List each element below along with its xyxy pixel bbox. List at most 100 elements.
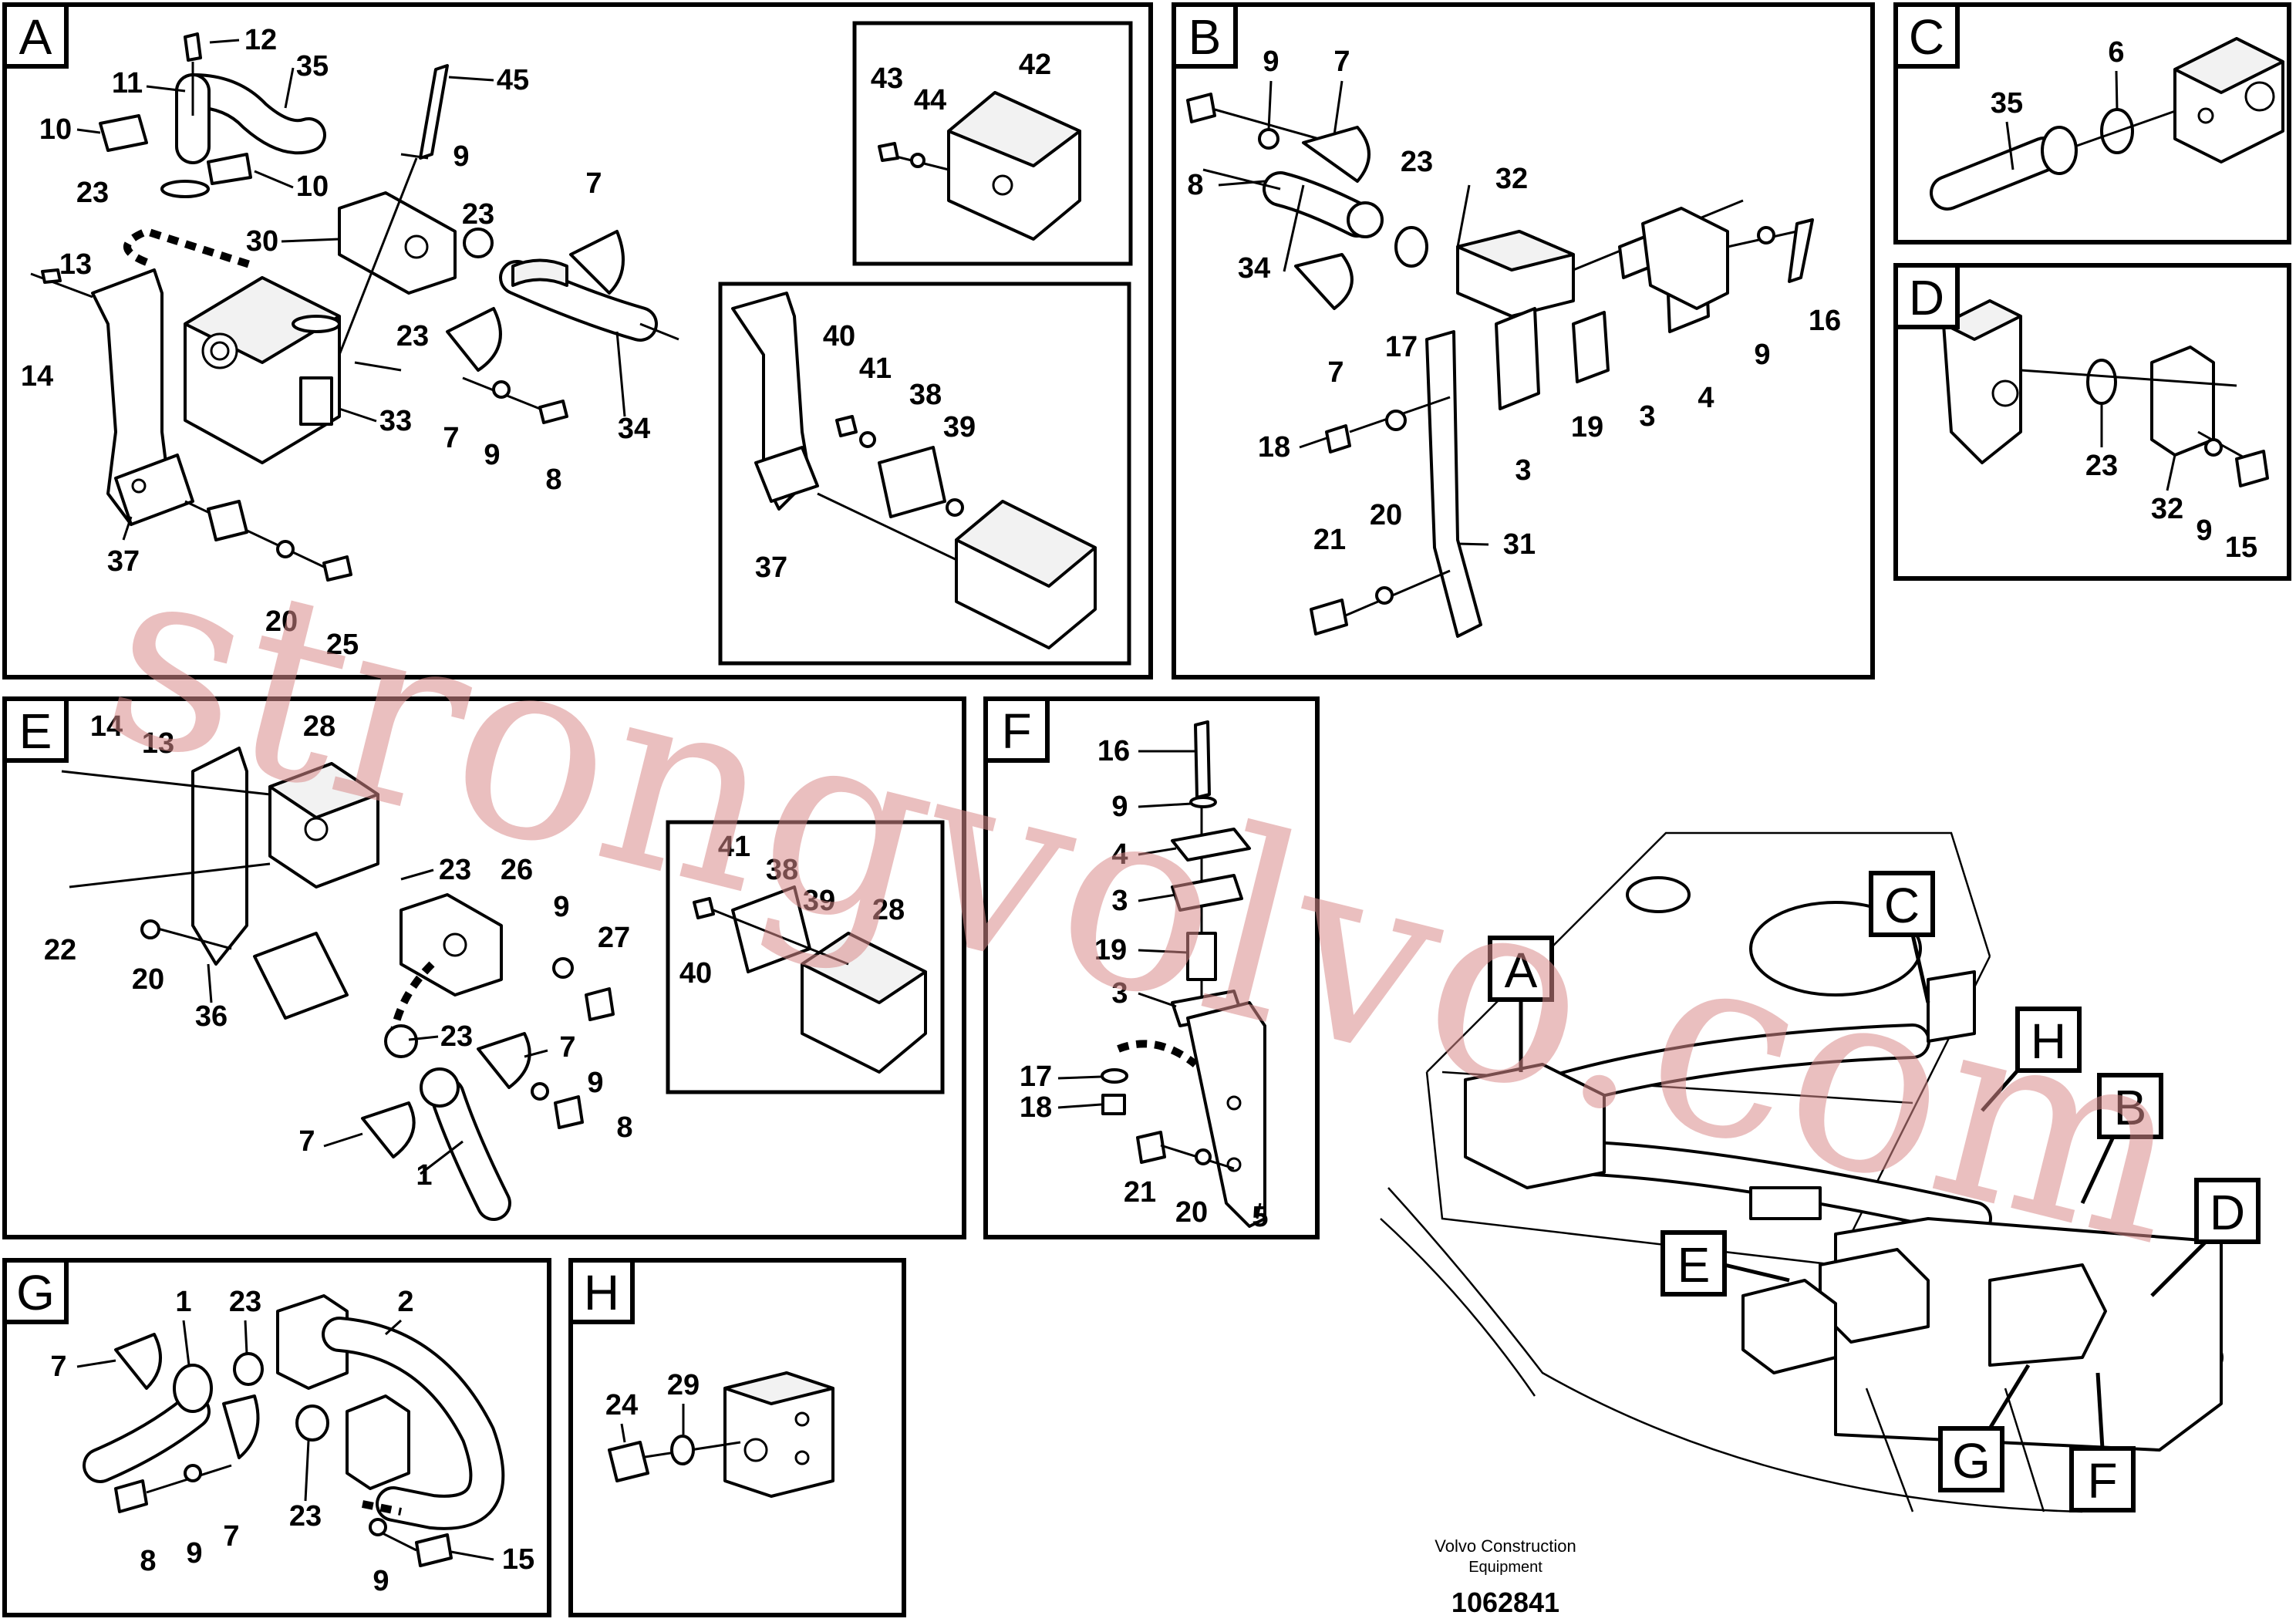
part-number: 10: [296, 170, 329, 203]
part-number: 7: [443, 422, 459, 454]
part-number: 10: [39, 113, 72, 146]
overview-tag-h: H: [2031, 1013, 2066, 1069]
part-number: 23: [1401, 146, 1433, 178]
panel-h: [568, 1258, 906, 1617]
part-number: 11: [112, 67, 143, 99]
part-number: 38: [766, 854, 798, 886]
panel-g-callouts: 1 23 2 7 8 9 7 23 9 15: [50, 1286, 534, 1597]
part-number: 1: [175, 1286, 191, 1318]
part-number: 7: [298, 1125, 315, 1158]
part-number: 15: [502, 1543, 534, 1576]
panel-g-frame: [2, 1258, 551, 1617]
part-number: 2: [397, 1286, 413, 1318]
part-number: 40: [679, 957, 712, 990]
panel-d: [1893, 263, 2291, 581]
tag-b: B: [1188, 9, 1222, 65]
part-number: 23: [289, 1500, 322, 1533]
part-number: 27: [598, 922, 630, 954]
part-number: 40: [823, 320, 855, 352]
part-number: 9: [373, 1565, 389, 1597]
panel-e-inset-28: [666, 820, 945, 1094]
part-number: 41: [859, 352, 892, 385]
part-number: 23: [462, 198, 494, 231]
part-number: 15: [2225, 531, 2257, 564]
part-number: 7: [1327, 356, 1344, 389]
part-number: 35: [296, 50, 329, 83]
part-number: 14: [21, 360, 53, 393]
part-number: 19: [1571, 411, 1603, 443]
panel-c: [1893, 2, 2291, 244]
part-number: 33: [379, 405, 412, 437]
footer: Volvo Construction Equipment 1062841: [1435, 1536, 1576, 1618]
panel-b-callouts: 9 7 8 23 32 34 7 17 3 4 16 18 19 3 9 20 …: [1187, 46, 1841, 561]
part-number: 20: [1175, 1196, 1208, 1229]
part-number: 6: [2108, 36, 2124, 69]
part-number: 28: [872, 894, 905, 926]
part-number: 39: [803, 885, 835, 917]
part-number: 35: [1991, 87, 2023, 120]
part-number: 17: [1020, 1061, 1052, 1093]
part-number: 16: [1097, 735, 1130, 767]
part-number: 29: [667, 1369, 700, 1401]
part-number: 9: [186, 1537, 202, 1570]
overview-tag-d: D: [2210, 1185, 2245, 1240]
part-number: 17: [1385, 331, 1418, 363]
part-number: 9: [1263, 46, 1279, 78]
overview-tag-g: G: [1952, 1433, 1991, 1489]
overview-tag-f: F: [2087, 1453, 2117, 1509]
part-number: 1: [416, 1159, 432, 1192]
part-number: 31: [1503, 528, 1536, 561]
part-number: 9: [1111, 791, 1128, 823]
part-number: 34: [1238, 252, 1270, 285]
part-number: 21: [1124, 1176, 1156, 1209]
part-number: 13: [59, 248, 92, 281]
part-number: 9: [2196, 514, 2212, 547]
panel-e-callouts: 14 13 28 23 26 9 27 22 20 36 23 7 9 8 7 …: [44, 710, 905, 1192]
part-number: 9: [587, 1067, 603, 1099]
part-number: 9: [484, 439, 500, 471]
tag-c: C: [1909, 9, 1944, 65]
part-number: 16: [1809, 305, 1841, 337]
part-number: 8: [616, 1111, 632, 1144]
part-number: 3: [1515, 454, 1531, 487]
part-number: 23: [396, 320, 429, 352]
part-number: 7: [50, 1351, 66, 1383]
part-number: 20: [1370, 499, 1402, 531]
part-number: 4: [1698, 382, 1714, 414]
part-number: 28: [303, 710, 335, 743]
panel-e-frame: [2, 696, 966, 1239]
tag-g: G: [16, 1265, 55, 1320]
part-number: 24: [605, 1389, 638, 1421]
panel-a-inset-42: [852, 21, 1133, 266]
panel-c-callouts: 6 35: [1991, 36, 2125, 170]
panel-b-frame: [1172, 2, 1875, 679]
part-number: 4: [1111, 838, 1128, 871]
part-number: 32: [1495, 163, 1528, 195]
company-line-1: Volvo Construction: [1435, 1536, 1576, 1556]
panel-b: [1172, 2, 1875, 679]
panel-a-inset-37: [718, 282, 1131, 666]
part-number: 8: [1187, 169, 1203, 201]
panel-f-callouts: 16 9 4 3 19 3 17 18 21 20 5: [1020, 735, 1269, 1233]
tag-a: A: [19, 9, 52, 65]
part-number: 30: [246, 225, 278, 258]
part-number: 23: [2085, 450, 2118, 482]
part-number: 42: [1019, 49, 1051, 81]
tag-f: F: [1001, 703, 1031, 759]
part-number: 18: [1020, 1091, 1052, 1124]
part-number: 19: [1094, 934, 1127, 966]
drawing-number: 1062841: [1451, 1587, 1559, 1618]
part-number: 34: [618, 413, 650, 445]
part-number: 23: [76, 177, 109, 209]
part-number: 22: [44, 934, 76, 966]
panel-h-callouts: 24 29: [605, 1369, 700, 1443]
part-number: 32: [2151, 493, 2183, 525]
part-number: 43: [871, 62, 903, 95]
part-number: 23: [439, 854, 471, 886]
part-number: 45: [497, 64, 529, 96]
tag-d: D: [1909, 270, 1944, 325]
part-number: 23: [229, 1286, 261, 1318]
part-number: 37: [107, 545, 140, 578]
part-number: 5: [1252, 1201, 1268, 1233]
part-number: 20: [132, 963, 164, 996]
